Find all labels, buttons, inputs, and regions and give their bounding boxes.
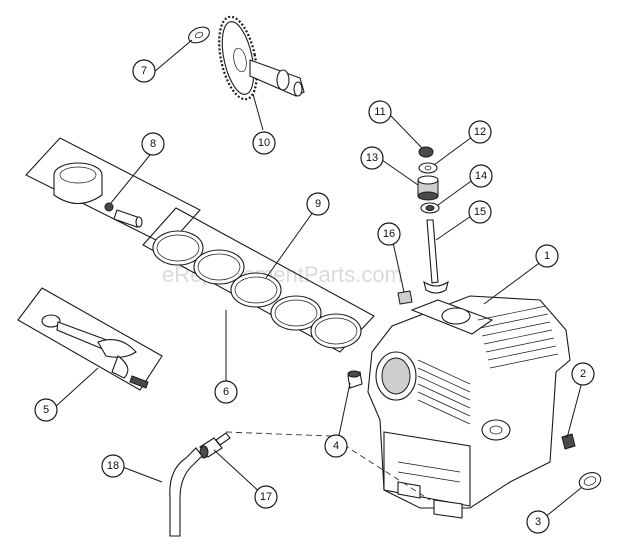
callout-9-label: 9 xyxy=(315,198,321,210)
callout-14-label: 14 xyxy=(475,170,487,182)
callout-10-label: 10 xyxy=(258,137,270,149)
callout-16: 16 xyxy=(377,222,401,246)
callout-13: 13 xyxy=(360,146,384,170)
callout-2-label: 2 xyxy=(580,368,586,380)
valve-seal-part-14 xyxy=(420,202,440,214)
routing-dashed-line xyxy=(225,431,431,501)
callout-11-label: 11 xyxy=(374,106,385,118)
hose-part-18 xyxy=(169,447,203,537)
callout-10: 10 xyxy=(252,131,276,155)
leader-lines xyxy=(53,39,584,519)
camshaft-part-10 xyxy=(218,15,305,101)
callout-12: 12 xyxy=(468,120,492,144)
connecting-rod-part-5 xyxy=(17,287,163,391)
callout-1: 1 xyxy=(535,244,559,268)
washer-part-7 xyxy=(188,26,210,44)
crankcase-part-1 xyxy=(367,295,571,519)
callout-9: 9 xyxy=(306,192,330,216)
oil-seal-part-3 xyxy=(578,472,602,490)
fitting-part-17 xyxy=(199,432,231,459)
plug-part-16 xyxy=(397,290,413,305)
dowel-pin-part-4 xyxy=(347,370,363,389)
callout-3-label: 3 xyxy=(535,516,541,528)
callout-8-label: 8 xyxy=(150,138,156,150)
callout-5-label: 5 xyxy=(43,404,49,416)
callout-17: 17 xyxy=(254,485,278,509)
callout-13-label: 13 xyxy=(366,152,378,164)
callout-6: 6 xyxy=(214,380,238,404)
callout-18-label: 18 xyxy=(107,460,119,472)
callout-6-label: 6 xyxy=(223,386,229,398)
drain-plug-part-2 xyxy=(561,433,576,450)
callout-18: 18 xyxy=(101,454,125,478)
callout-2: 2 xyxy=(571,362,595,386)
callout-7: 7 xyxy=(132,59,156,83)
piston-kit-box xyxy=(25,137,201,247)
valve-keepers-part-11 xyxy=(418,146,434,158)
callout-5: 5 xyxy=(34,398,58,422)
callout-1-label: 1 xyxy=(544,250,550,262)
callout-16-label: 16 xyxy=(383,228,395,240)
callout-17-label: 17 xyxy=(260,491,272,503)
callout-4-label: 4 xyxy=(333,440,339,452)
callout-4: 4 xyxy=(324,434,348,458)
callout-8: 8 xyxy=(141,132,165,156)
callout-14: 14 xyxy=(469,164,493,188)
piston-rings-part-9 xyxy=(142,207,375,353)
callout-11: 11 xyxy=(368,100,392,124)
callout-7-label: 7 xyxy=(141,65,147,77)
callout-15-label: 15 xyxy=(474,206,486,218)
valve-spring-part-13 xyxy=(417,175,439,201)
callout-15: 15 xyxy=(468,200,492,224)
valve-retainer-part-12 xyxy=(418,162,438,174)
callout-12-label: 12 xyxy=(474,126,486,138)
valve-part-15 xyxy=(423,219,449,294)
callout-3: 3 xyxy=(526,510,550,534)
